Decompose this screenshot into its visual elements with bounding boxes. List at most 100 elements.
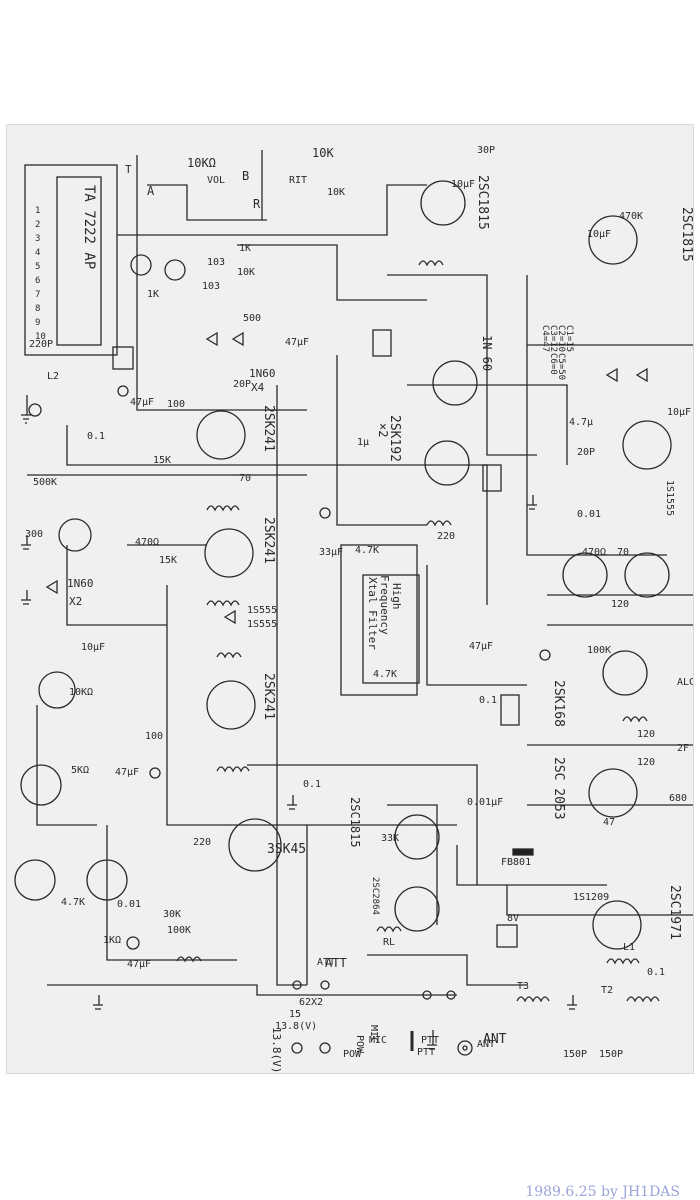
pow-label: POW [354,1035,365,1054]
filter-line-3: Xtal Filter [366,577,379,650]
component-value: 0.1 [87,431,105,442]
filter-line-1: High [390,583,403,610]
component-value: POW [343,1049,362,1060]
component-value: 220 [193,837,211,848]
component-value: 0.1 [303,779,321,790]
component-value: 10K [327,187,345,198]
component-value: 120 [637,729,655,740]
switch-r-label: R [253,197,261,211]
transistor-label: 2SC1815 [679,207,693,262]
transistor-symbols [14,180,672,950]
ptt-label: PTT [417,1047,435,1058]
component-value: 5KΩ [71,765,89,776]
component-value: FB801 [501,857,531,868]
ic-part-label: TA 7222 AP [81,185,97,269]
component-value: 100K [587,645,611,656]
control-labels: 10KΩ VOL 10K RIT A B R T [125,146,334,211]
component-value: 220 [437,531,455,542]
component-value: ALC [677,677,693,688]
component-value: 500 [243,313,261,324]
component-value: 470K [619,211,643,222]
transistor-label-extra: ×2 [376,423,390,437]
transistor-label: 2SC1815 [348,797,362,848]
switch-b-label: B [242,169,249,183]
component-value: 70 [239,473,251,484]
component-value: 1K [239,243,251,254]
component-value: 4.7K [355,545,379,556]
rit-label: RIT [289,175,307,186]
component-value: PTT [421,1035,439,1046]
ic-pin-label: 3 [35,234,40,244]
component-value: 120 [637,757,655,768]
crystal-filter: High Frequency Xtal Filter [340,544,420,696]
component-value: 470Ω [135,537,159,548]
diode-label: 1N60 [67,577,94,590]
ic-pin-label: 1 [35,206,40,216]
diode-label: 1S555 [247,619,277,630]
component-value: 47 [603,817,615,828]
transistor-label: 2SK241 [261,673,276,720]
component-value: 33K [381,833,399,844]
component-value: ATT [317,957,335,968]
component-value: T2 [601,985,613,996]
cap-spec: C2=10 [556,325,566,352]
cap-spec: C4=47 [540,325,550,352]
connector-symbols [28,385,551,1056]
component-value: 0.1 [647,967,665,978]
switch-a-label: A [147,184,155,198]
rit-value: 10K [312,146,334,160]
component-value: 2F [677,743,689,754]
component-value: 15 [289,1009,301,1020]
coils [176,260,660,1003]
component-value: 30K [163,909,181,920]
component-value: 4.7μ [569,417,593,428]
component-value: 10KΩ [69,687,93,698]
component-value: 100 [145,731,163,742]
diode-label: 1S1555 [664,480,675,516]
mic-label: MIC [368,1025,379,1043]
diode-label-extra: X2 [69,595,82,608]
component-value: 47μF [285,337,309,348]
cap-spec: C5=50 [556,353,566,380]
ic-ta7222ap: 1 2 3 4 5 6 7 8 9 10 TA 7222 AP [24,164,118,356]
ic-pin-label: 9 [35,318,40,328]
component-boxes [112,329,534,948]
cap-spec: C1=15 [564,325,574,352]
component-value: 300 [25,529,43,540]
component-value: 0.01 [577,509,601,520]
diode-label: 1N60 [249,367,276,380]
component-value: 0.01μF [467,797,503,808]
component-value: 220P [29,339,53,350]
wiring [27,150,693,996]
component-value: 15K [153,455,171,466]
component-value: 47μF [115,767,139,778]
cap-spec: C3=12 [548,325,558,352]
transistor-label: 3SK45 [267,842,306,857]
component-value: T3 [517,981,529,992]
component-value: 33μF [319,547,343,558]
transistor-label: 2SK241 [261,517,276,564]
component-value: 150P [599,1049,623,1060]
component-value: 0.01 [117,899,141,910]
switch-t-label: T [125,163,132,176]
component-value: 500K [33,477,57,488]
filter-line-2: Frequency [378,575,391,635]
component-value: L1 [623,942,635,953]
diode-label: 1S555 [247,605,277,616]
component-value: 8V [507,913,519,924]
component-value: 120 [611,599,629,610]
vol-value: 10KΩ [187,156,216,170]
crystal-caps: C1=15 C2=10 C5=50 C3=12 C6=0 C4=47 [540,325,574,380]
component-value: 100K [167,925,191,936]
component-labels: 10K 10K 1K 1K 103 103 500 100 100 47 47μ… [25,145,693,1060]
diode-labels: 1N60 X4 1N60 X2 1N 60 1S555 1S555 1S1555… [45,331,675,903]
component-value: 30P [477,145,495,156]
component-value: 4.7K [373,669,397,680]
component-value: RL [383,937,395,948]
diode-label-extra: X4 [251,381,265,394]
transistor-label: 2SC1971 [667,885,682,940]
component-value: 680 [669,793,687,804]
component-value: 62X2 [299,997,323,1008]
cap-spec: C6=0 [548,353,558,375]
component-value: 100 [167,399,185,410]
